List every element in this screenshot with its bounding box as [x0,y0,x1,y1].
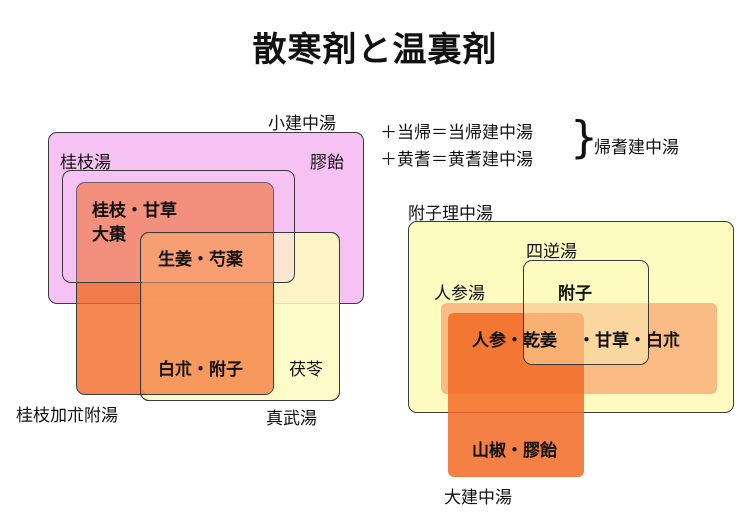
label-xiaojianzhong: 小建中湯 [268,114,336,134]
formula-brace: } [570,112,598,163]
label-guizhi-gancao: 桂枝・甘草 [92,201,177,221]
label-renshen-ganjiang: 人参・乾姜 [472,331,557,351]
label-dazao: 大棗 [92,225,126,245]
formula-danggui: ＋当帰＝当帰建中湯 [380,123,533,143]
label-baizhu-fuzi: 白朮・附子 [158,360,243,380]
page-title: 散寒剤と温裏剤 [252,30,498,70]
label-shanjiao-jiaoyi: 山椒・膠飴 [472,441,557,461]
formula-huangqi: ＋黄耆＝黄耆建中湯 [380,150,533,170]
label-renshen-tang: 人参湯 [434,284,485,304]
label-dajianzhong: 大建中湯 [444,488,512,508]
label-gancao-baizhu: ・甘草・白朮 [578,331,680,351]
label-jiaoyi: 膠飴 [310,153,344,173]
label-sini: 四逆湯 [526,242,577,262]
zhenwu-outline [140,232,340,401]
label-guizhi: 桂枝湯 [60,153,111,173]
overlap-zhenwu-guizhi [142,234,273,394]
label-fuzi: 附子 [558,284,592,304]
label-fuling: 茯苓 [289,360,323,380]
sini-region [523,260,649,365]
label-shengjiang-shaoyao: 生姜・芍薬 [158,250,243,270]
label-guizhi-jiazhu-fu: 桂枝加朮附湯 [16,406,118,426]
formula-combined: 帰耆建中湯 [594,138,679,158]
dajianzhong-region [448,313,584,477]
label-zhenwu: 真武湯 [266,409,317,429]
label-fuzi-lizhong: 附子理中湯 [408,204,493,224]
